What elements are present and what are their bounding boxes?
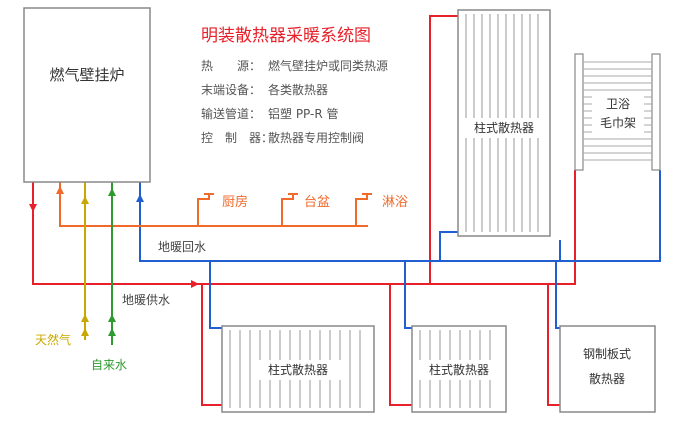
radiator-bottom-mid: 柱式散热器 [411, 325, 507, 413]
radiator-tall: 柱式散热器 [457, 9, 551, 237]
legend-value-pipe: 铝塑 PP-R 管 [268, 106, 339, 121]
radiator-steel-label-line1: 钢制板式 [583, 347, 631, 361]
supply-to-left-radiator [201, 284, 224, 406]
radiator-bottom-left-label: 柱式散热器 [268, 362, 328, 377]
main-return-line [210, 170, 661, 262]
radiator-tall-label: 柱式散热器 [474, 120, 534, 135]
boiler-box [23, 7, 151, 183]
legend-value-control: 散热器专用控制阀 [268, 130, 364, 145]
legend-label-terminal: 末端设备： [201, 83, 261, 97]
towel-rail-label-line2: 毛巾架 [600, 116, 636, 130]
kitchen-label: 厨房 [222, 194, 248, 210]
kitchen-tap-pipe [197, 198, 210, 226]
supply-to-steel-radiator [390, 283, 560, 406]
supply-to-mid-radiator [202, 283, 412, 406]
floor-return-label: 地暖回水 [158, 240, 206, 254]
supply-pipes [29, 15, 576, 406]
radiator-steel-panel: 钢制板式 散热器 [559, 325, 656, 413]
gas-label: 天然气 [35, 332, 71, 347]
supply-to-towel-rail [548, 170, 576, 285]
legend-label-control: 控 制 器： [201, 131, 273, 145]
basin-label: 台盆 [304, 195, 330, 210]
radiator-bottom-mid-label: 柱式散热器 [429, 362, 489, 377]
legend-label-heat: 热 源： [201, 59, 261, 73]
legend-value-terminal: 各类散热器 [268, 82, 328, 97]
shower-tap-pipe [355, 198, 368, 226]
legend-value-heat: 燃气壁挂炉或同类热源 [268, 58, 388, 73]
floor-supply-label: 地暖供水 [122, 293, 170, 307]
radiator-steel-label-line2: 散热器 [589, 371, 625, 386]
legend: 热 源： 燃气壁挂炉或同类热源 末端设备： 各类散热器 输送管道： 铝塑 PP-… [201, 58, 388, 145]
basin-tap-pipe [281, 198, 294, 226]
shower-label: 淋浴 [382, 195, 408, 210]
towel-rail: 卫浴 毛巾架 [574, 53, 661, 171]
return-from-steel-radiator [555, 261, 562, 329]
radiator-bottom-left: 柱式散热器 [221, 325, 375, 413]
return-from-mid-radiator [404, 261, 414, 329]
towel-rail-label-line1: 卫浴 [606, 97, 630, 111]
kitchen-tap-icon [204, 193, 214, 199]
water-label: 自来水 [91, 358, 127, 372]
diagram-title: 明装散热器采暖系统图 [201, 26, 371, 46]
boiler-label: 燃气壁挂炉 [49, 66, 124, 84]
supply-to-tall-radiator [429, 15, 458, 284]
boiler-supply-pipe [32, 182, 202, 285]
return-pipes [136, 170, 661, 329]
legend-label-pipe: 输送管道： [201, 106, 261, 121]
return-from-left-radiator [209, 261, 224, 329]
basin-tap-icon [288, 193, 298, 199]
taps [204, 193, 372, 199]
domestic-hot-water-pipes [56, 182, 368, 227]
shower-tap-icon [362, 193, 372, 199]
return-from-tall-radiator [439, 231, 458, 261]
